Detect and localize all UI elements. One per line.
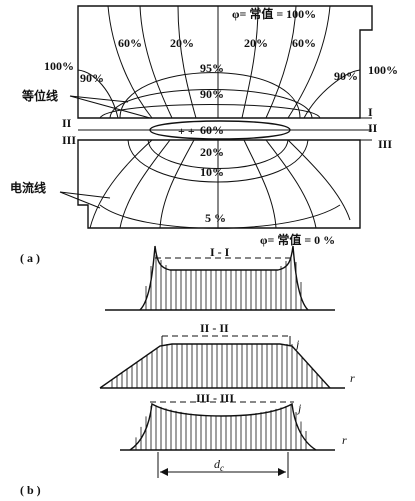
profile-II-hatching — [111, 344, 323, 388]
equipotential-90 — [109, 89, 313, 119]
current-line-l5 — [243, 139, 277, 229]
profile-I-I: I - I — [105, 245, 335, 311]
contour-left-90: 90% — [80, 71, 104, 85]
contour-left-100: 100% — [44, 59, 74, 73]
profile-III-III: III - III j r dc — [120, 391, 347, 478]
contour-right-90: 90% — [334, 69, 358, 83]
current-line-l1 — [89, 139, 153, 229]
contour-right-100: 100% — [368, 63, 398, 77]
equipotential-95 — [119, 72, 301, 119]
current-line-l6 — [265, 139, 317, 229]
current-density-profiles: I - I II - II j r III - III j r — [20, 245, 355, 497]
profile-III-hatching — [135, 404, 307, 450]
plus-signs: + + — [178, 124, 195, 138]
equipotential-label: 等位线 — [21, 88, 58, 103]
current-line-l2 — [119, 139, 171, 229]
current-line-u5 — [241, 5, 259, 119]
dc-label-main: d — [214, 457, 221, 471]
equipotential-leader-2 — [69, 95, 129, 103]
equipotential-10 — [127, 139, 309, 183]
dc-label-sub: c — [220, 463, 224, 473]
equipotential-outer-right — [303, 69, 361, 119]
current-line-l7 — [287, 139, 351, 221]
current-line-l3 — [159, 139, 195, 229]
section-left-III: III — [62, 133, 76, 147]
profile-I-hatching — [145, 255, 302, 310]
profile-I-curve — [139, 245, 309, 311]
profile-III-title: III - III — [196, 391, 234, 405]
current-line-u1 — [107, 5, 153, 119]
profile-III-r-label: r — [342, 433, 347, 447]
section-right-III: III — [378, 137, 392, 151]
contour-20: 20% — [200, 145, 224, 159]
profile-I-title: I - I — [210, 245, 230, 259]
contour-90: 90% — [200, 87, 224, 101]
profile-II-II: II - II j r — [99, 321, 355, 389]
caption-a: ( a ) — [20, 251, 40, 265]
boundary-top-label: φ= 常值 = 100% — [232, 6, 316, 21]
current-label: 电流线 — [10, 180, 46, 195]
field-diagram: + + φ= 常值 = 100% φ= 常值 = 0 % 等位线 电流线 95% — [10, 5, 398, 265]
current-leader-2 — [59, 191, 111, 199]
section-right-I: I — [368, 105, 373, 119]
equipotential-leader — [69, 95, 151, 119]
dc-label: dc — [214, 457, 224, 473]
contour-60: 60% — [200, 123, 224, 137]
equipotential-5 — [99, 204, 341, 229]
current-line-u7 — [287, 5, 331, 119]
profile-II-curve — [99, 343, 331, 389]
section-right-II: II — [368, 121, 378, 135]
caption-b: ( b ) — [20, 483, 41, 497]
contour-top-left-20: 20% — [170, 36, 194, 50]
contour-top-right-20: 20% — [244, 36, 268, 50]
profile-III-j-label: j — [296, 401, 302, 415]
contour-top-left-60: 60% — [118, 36, 142, 50]
dc-arrow-right — [278, 468, 286, 476]
contour-95: 95% — [200, 61, 224, 75]
section-left-II: II — [62, 116, 72, 130]
profile-II-j-label: j — [294, 337, 300, 351]
current-line-u3 — [177, 5, 197, 119]
profile-III-curve — [129, 402, 317, 451]
contour-10: 10% — [200, 165, 224, 179]
equipotential-outer-left — [77, 69, 119, 119]
contour-5: 5 % — [205, 211, 226, 225]
contour-top-right-60: 60% — [292, 36, 316, 50]
profile-II-r-label: r — [350, 371, 355, 385]
profile-II-title: II - II — [200, 321, 229, 335]
boundary-bottom-label: φ= 常值 = 0 % — [260, 232, 335, 247]
current-line-u2 — [139, 5, 173, 119]
current-line-u6 — [265, 5, 297, 119]
dc-arrow-left — [160, 468, 168, 476]
equipotential-60 — [99, 104, 321, 119]
current-leader — [59, 191, 101, 209]
